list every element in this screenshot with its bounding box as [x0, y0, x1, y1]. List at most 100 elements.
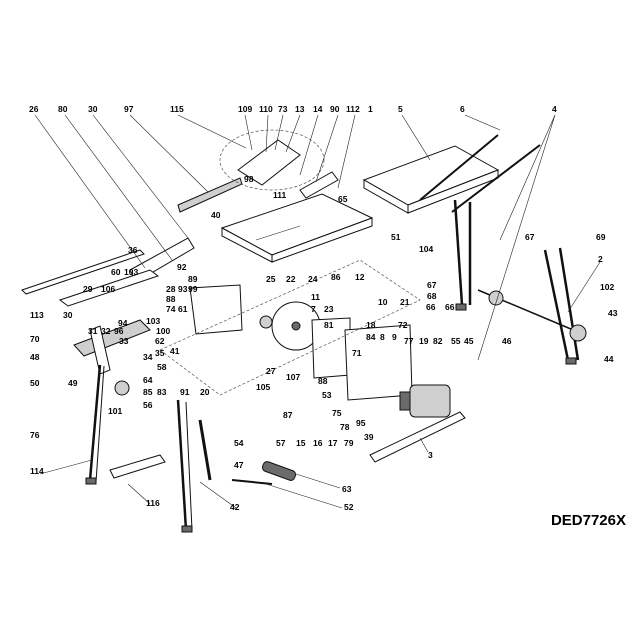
callout-label: 105: [256, 382, 270, 392]
model-code: DED7726X: [550, 512, 626, 529]
callout-label: 22: [286, 274, 296, 284]
motor-part: [409, 384, 451, 418]
callout-label: 76: [30, 430, 40, 440]
callout-label: 6: [460, 104, 465, 114]
callout-label: 67: [525, 232, 535, 242]
callout-label: 15: [296, 438, 306, 448]
callout-label: 115: [170, 104, 184, 114]
handwheel-part: [114, 380, 130, 396]
callout-label: 61: [178, 304, 188, 314]
callout-label: 27: [266, 366, 276, 376]
leader-lines: [34, 114, 601, 509]
callout-label: 75: [332, 408, 342, 418]
callout-label: 77: [404, 336, 414, 346]
frame-outline: [159, 259, 421, 396]
callout-label: 80: [58, 104, 68, 114]
callout-label: 56: [143, 400, 153, 410]
callout-label: 95: [356, 418, 366, 428]
callout-label: 93: [178, 284, 188, 294]
callout-label: 16: [313, 438, 323, 448]
callout-label: 26: [29, 104, 39, 114]
callout-label: 116: [146, 498, 160, 508]
callout-label: 20: [200, 387, 210, 397]
callout-label: 18: [366, 320, 376, 330]
callout-label: 1: [368, 104, 373, 114]
callout-label: 23: [324, 304, 334, 314]
guard-outline: [219, 129, 325, 191]
callout-label: 96: [114, 326, 124, 336]
callout-label: 90: [330, 104, 340, 114]
callout-label: 60: [111, 267, 121, 277]
callout-label: 8: [380, 332, 385, 342]
callout-label: 92: [177, 262, 187, 272]
callout-label: 25: [266, 274, 276, 284]
callout-label: 5: [398, 104, 403, 114]
callout-label: 57: [276, 438, 286, 448]
callout-label: 49: [68, 378, 78, 388]
callout-label: 62: [155, 336, 165, 346]
callout-label: 36: [128, 245, 138, 255]
callout-label: 10: [378, 297, 388, 307]
callout-label: 103: [124, 267, 138, 277]
callout-label: 14: [313, 104, 323, 114]
callout-label: 12: [355, 272, 365, 282]
callout-label: 85: [143, 387, 153, 397]
callout-label: 63: [342, 484, 352, 494]
foot-pad-right: [181, 525, 193, 533]
callout-label: 50: [30, 378, 40, 388]
callout-label: 112: [346, 104, 360, 114]
foot-pad-right-rear: [565, 357, 577, 365]
callout-label: 101: [108, 406, 122, 416]
callout-label: 66: [445, 302, 455, 312]
callout-label: 111: [273, 190, 287, 200]
callout-label: 103: [146, 316, 160, 326]
trunnion-plate-part: [344, 324, 413, 401]
callout-label: 88: [318, 376, 328, 386]
callout-label: 72: [398, 320, 408, 330]
callout-label: 58: [157, 362, 167, 372]
callout-label: 89: [188, 274, 198, 284]
callout-label: 51: [391, 232, 401, 242]
callout-label: 40: [211, 210, 221, 220]
callout-label: 110: [259, 104, 273, 114]
pulley-part: [488, 290, 504, 306]
callout-label: 39: [364, 432, 374, 442]
foot-pad-left: [85, 477, 97, 485]
callout-label: 31: [88, 326, 98, 336]
callout-label: 53: [322, 390, 332, 400]
callout-label: 43: [608, 308, 618, 318]
callout-label: 106: [101, 284, 115, 294]
callout-label: 48: [30, 352, 40, 362]
callout-label: 32: [101, 326, 111, 336]
fence-clamp-part: [89, 325, 111, 375]
callout-label: 44: [604, 354, 614, 364]
callout-label: 45: [464, 336, 474, 346]
callout-label: 65: [338, 194, 348, 204]
callout-label: 73: [278, 104, 288, 114]
callout-label: 70: [30, 334, 40, 344]
callout-label: 19: [419, 336, 429, 346]
drawing-parts: [21, 129, 587, 533]
callout-label: 113: [30, 310, 44, 320]
callout-label: 34: [143, 352, 153, 362]
callout-label: 41: [170, 346, 180, 356]
miter-rail-part: [58, 269, 160, 307]
riving-knife-part: [299, 171, 339, 199]
callout-label: 71: [352, 348, 362, 358]
main-table-edge-right: [271, 217, 373, 263]
callout-label: 81: [324, 320, 334, 330]
callout-label: 33: [119, 336, 129, 346]
callout-label: 94: [118, 318, 128, 328]
bottom-rail-part: [369, 411, 466, 463]
callout-label: 83: [157, 387, 167, 397]
callout-label: 86: [331, 272, 341, 282]
callout-label: 30: [63, 310, 73, 320]
callout-label: 109: [238, 104, 252, 114]
callout-label: 79: [344, 438, 354, 448]
callout-label: 68: [427, 291, 437, 301]
callout-label: 78: [340, 422, 350, 432]
callout-label: 55: [451, 336, 461, 346]
side-rail-part: [21, 249, 145, 295]
callout-label: 74: [166, 304, 176, 314]
